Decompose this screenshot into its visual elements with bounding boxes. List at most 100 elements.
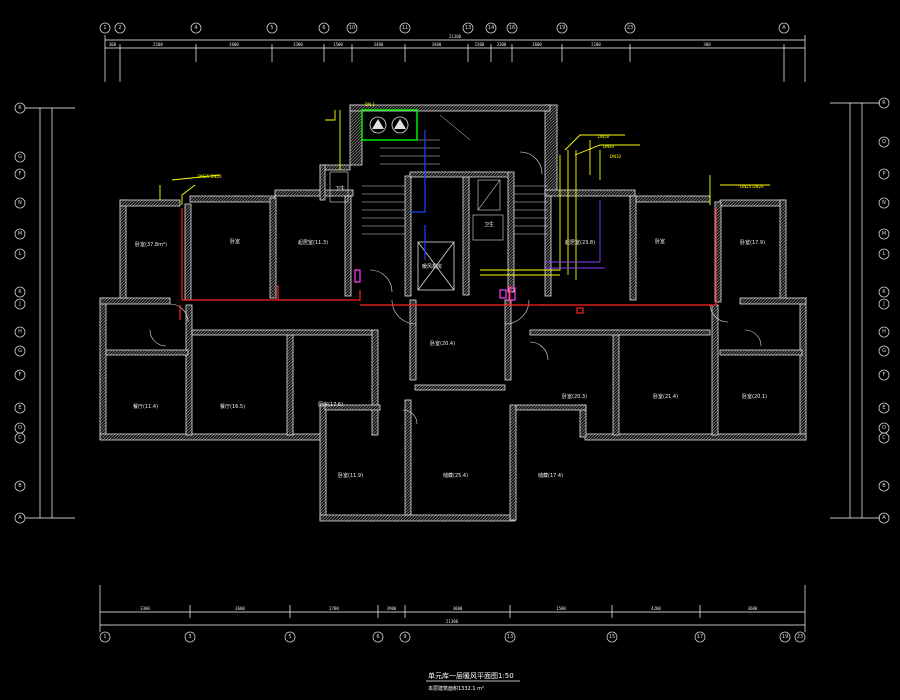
right-axis-label: K <box>882 289 886 295</box>
bottom-dimension-value: 3300 <box>140 606 150 611</box>
bottom-axis-label-circle <box>372 631 384 643</box>
bottom-dimension-value: 3900 <box>387 606 397 611</box>
room-label: 卧室 <box>655 238 665 245</box>
left-axis-label: A <box>18 515 22 521</box>
top-dimension-value: 1500 <box>475 42 485 47</box>
bottom-axis-label-circle <box>504 631 516 643</box>
right-axis-label: H <box>882 329 886 335</box>
bottom-axis-label: 5 <box>288 634 291 640</box>
room-label: 卧室(20.3) <box>562 393 587 400</box>
right-axis-label: N <box>882 200 886 206</box>
room-label: 卫生 <box>335 185 345 192</box>
bottom-axis-label-circle <box>184 631 196 643</box>
bottom-dimension-value: 3600 <box>748 606 758 611</box>
right-axis-label-circle <box>878 402 890 414</box>
top-axis-label: 14 <box>488 25 494 31</box>
left-axis-label-circle <box>14 151 26 163</box>
room-label: 起居室(23.8) <box>565 239 595 246</box>
right-axis-label: M <box>882 231 886 237</box>
bottom-axis-label: 23 <box>797 634 803 640</box>
bottom-axis-label: 9 <box>403 634 406 640</box>
right-axis-label-circle <box>878 298 890 310</box>
top-axis-label-circle <box>462 22 474 34</box>
right-axis-label-circle <box>878 228 890 240</box>
top-axis-label-circle <box>556 22 568 34</box>
door-swings <box>149 151 762 425</box>
bottom-axis-label-circle <box>694 631 706 643</box>
left-axis-label-circle <box>14 197 26 209</box>
top-axis-label-circle <box>399 22 411 34</box>
right-axis-label-circle <box>878 432 890 444</box>
bottom-dimension-value: 3600 <box>453 606 463 611</box>
drawing-subtitle: 本层建筑面积1332.1 m² <box>428 685 484 692</box>
building-walls <box>99 104 807 522</box>
room-label: 卧室(20.1) <box>742 393 767 400</box>
top-axis-label: 23 <box>627 25 633 31</box>
top-axis-label-circle <box>485 22 497 34</box>
elevator-shaft <box>417 241 455 291</box>
left-axis-label-circle <box>14 326 26 338</box>
top-dimension-lines <box>104 35 806 82</box>
room-label: 卧室(17.9) <box>740 239 765 246</box>
top-axis-label: 13 <box>465 25 471 31</box>
left-axis-label: B <box>18 483 22 489</box>
left-axis-label-circle <box>14 168 26 180</box>
top-axis-label: A <box>782 25 786 31</box>
top-dimension-value: 300 <box>703 42 711 47</box>
top-axis-label: 10 <box>349 25 355 31</box>
bottom-axis-label-circle <box>284 631 296 643</box>
side-dimension-lines <box>25 102 880 519</box>
left-axis-label-circle <box>14 298 26 310</box>
top-axis-label-circle <box>778 22 790 34</box>
center-equipment-label: 暖风机房 <box>422 263 442 270</box>
bottom-axis-label: 15 <box>609 634 615 640</box>
bottom-axis-label-circle <box>606 631 618 643</box>
room-label: 厨房(17.6) <box>318 401 343 408</box>
right-axis-label-circle <box>878 248 890 260</box>
bottom-axis-label-circle <box>399 631 411 643</box>
bottom-axis-label: 3 <box>188 634 191 640</box>
riser-label-1: DN50 <box>598 134 610 139</box>
top-axis-label: 11 <box>402 25 408 31</box>
bottom-axis-label: 17 <box>697 634 703 640</box>
right-axis-label: E <box>882 405 885 411</box>
left-axis-label: N <box>18 200 22 206</box>
left-axis-label-circle <box>14 432 26 444</box>
room-label: 起居室(11.3) <box>298 239 328 246</box>
bottom-dimension-value: 3600 <box>235 606 245 611</box>
fan-unit-label: DN-1 <box>365 102 376 107</box>
right-axis-label: P <box>882 171 885 177</box>
bottom-axis-label-circle <box>779 631 791 643</box>
left-axis-label-circle <box>14 248 26 260</box>
left-axis-label-circle <box>14 480 26 492</box>
top-axis-label-circle <box>318 22 330 34</box>
left-axis-label: E <box>18 405 21 411</box>
right-axis-label-circle <box>878 326 890 338</box>
top-axis-label: 6 <box>322 25 325 31</box>
right-axis-label: F <box>883 372 886 378</box>
room-label: 卧室(20.4) <box>430 340 455 347</box>
left-axis-label: K <box>18 289 22 295</box>
right-axis-label: B <box>882 483 886 489</box>
top-axis-label-circle <box>190 22 202 34</box>
left-axis-label-circle <box>14 512 26 524</box>
top-dimension-value: 2100 <box>153 42 163 47</box>
bottom-axis-label: 19 <box>782 634 788 640</box>
right-axis-label: A <box>882 515 886 521</box>
top-axis-label: 1 <box>103 25 106 31</box>
left-axis-label: H <box>18 329 22 335</box>
room-label: 卫生 <box>484 221 494 228</box>
drawing-title: 单元库一层暖风平面图1:50 <box>428 671 514 680</box>
top-axis-label: 2 <box>118 25 121 31</box>
left-axis-label: J <box>18 301 20 307</box>
right-axis-label: G <box>882 348 886 354</box>
room-label: 储藏(25.4) <box>443 472 468 479</box>
heating-supply-pipe <box>179 208 717 320</box>
heating-valves-magenta <box>354 269 516 301</box>
pipe-label-right: DN25 DN20 <box>740 184 764 189</box>
right-axis-label: D <box>882 425 886 431</box>
